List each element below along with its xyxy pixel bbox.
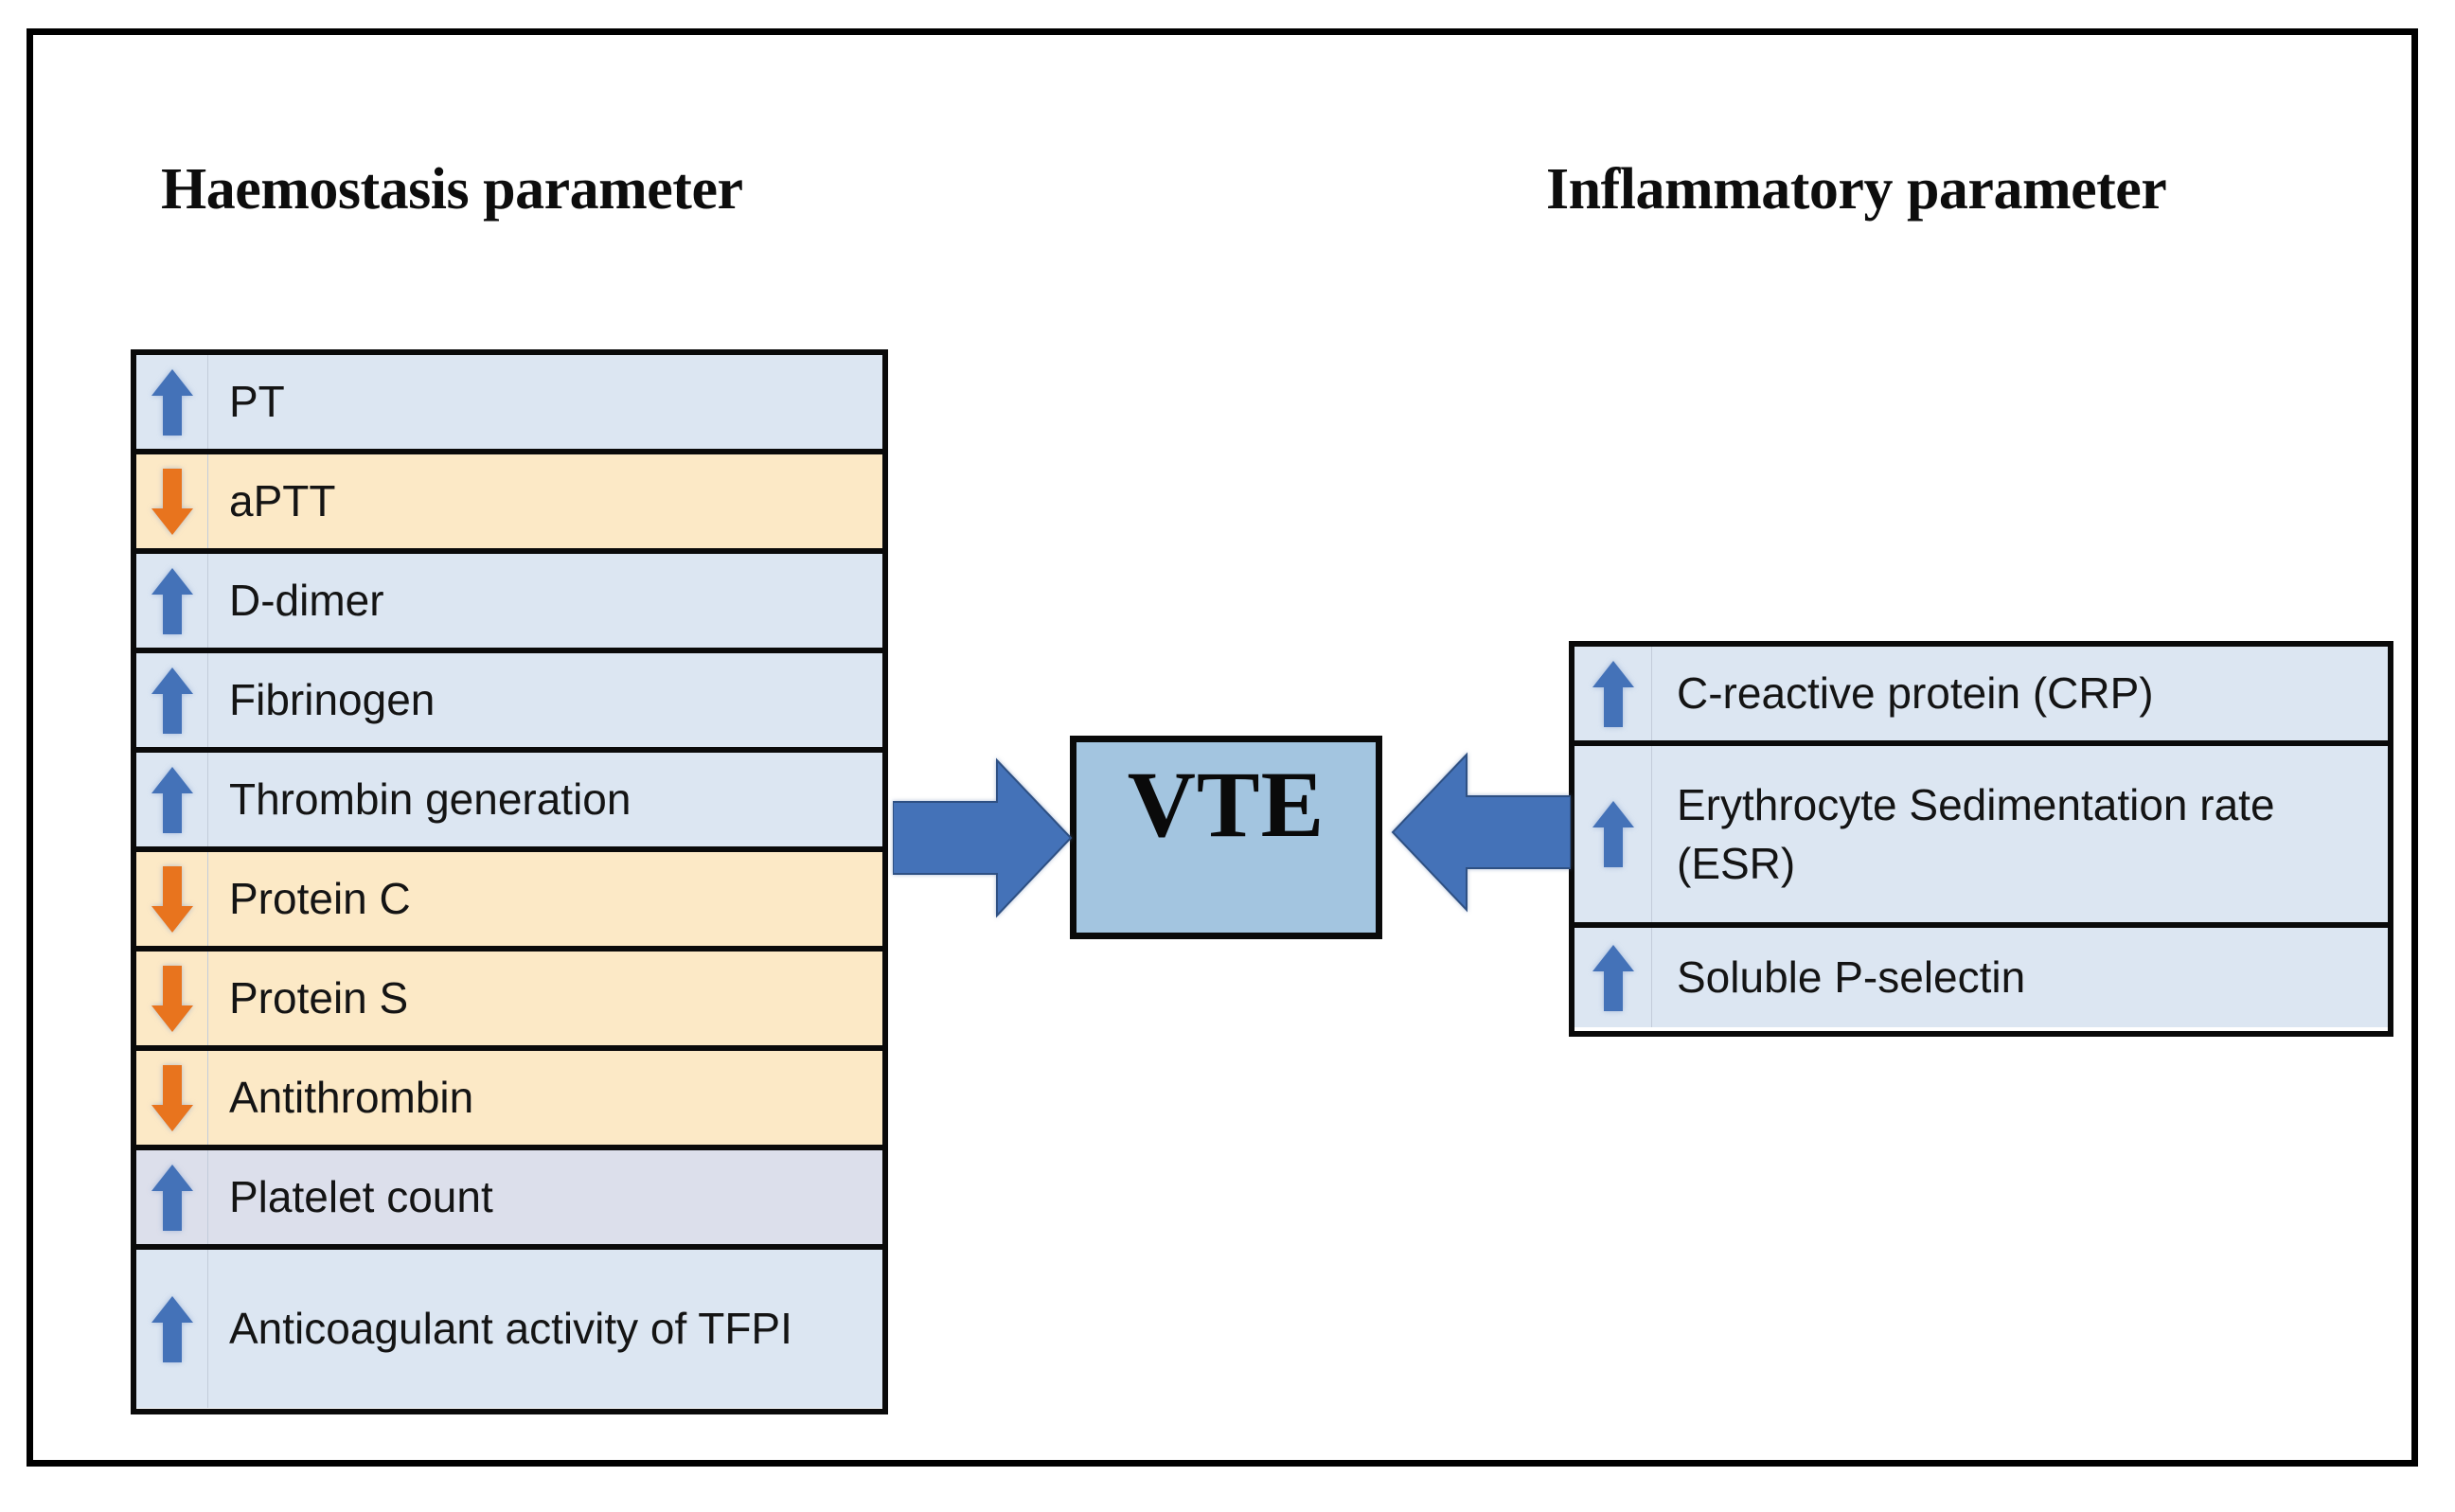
arrow-inflammatory-to-vte-icon <box>1387 747 1571 917</box>
increase-indicator <box>151 367 194 437</box>
arrow-up-icon <box>136 753 208 846</box>
increase-indicator <box>151 765 194 835</box>
inflammatory-parameter-table: C-reactive protein (CRP) Erythrocyte Sedi… <box>1569 641 2393 1037</box>
inflammatory-column-heading: Inflammatory parameter <box>1546 157 2167 222</box>
figure-outer-border: Haemostasis parameter Inflammatory param… <box>27 28 2418 1467</box>
decrease-indicator <box>151 467 194 537</box>
parameter-label: Antithrombin <box>229 1073 474 1123</box>
parameter-label: Anticoagulant activity of TFPI <box>229 1304 792 1354</box>
parameter-label: Platelet count <box>229 1172 493 1222</box>
parameter-label: Fibrinogen <box>229 675 436 725</box>
increase-indicator <box>1592 659 1635 729</box>
table-row: Anticoagulant activity of TFPI <box>136 1250 882 1408</box>
increase-indicator <box>1592 799 1635 869</box>
table-row: Fibrinogen <box>136 653 882 753</box>
parameter-label: C-reactive protein (CRP) <box>1677 668 2154 719</box>
arrow-up-icon <box>1574 928 1652 1027</box>
table-row: Soluble P-selectin <box>1574 928 2388 1027</box>
table-row: Erythrocyte Sedimentation rate (ESR) <box>1574 746 2388 928</box>
haemostasis-column-heading: Haemostasis parameter <box>161 157 743 222</box>
parameter-label: Thrombin generation <box>229 774 632 825</box>
increase-indicator <box>151 1294 194 1364</box>
increase-indicator <box>151 566 194 636</box>
table-row: Platelet count <box>136 1150 882 1250</box>
arrow-up-icon <box>136 653 208 747</box>
table-row: Thrombin generation <box>136 753 882 852</box>
parameter-label: aPTT <box>229 476 336 526</box>
parameter-label: Soluble P-selectin <box>1677 952 2026 1003</box>
decrease-indicator <box>151 964 194 1034</box>
table-row: Antithrombin <box>136 1051 882 1150</box>
arrow-up-icon <box>136 355 208 449</box>
arrow-up-icon <box>136 1150 208 1244</box>
vte-node: VTE <box>1070 736 1382 939</box>
table-row: Protein S <box>136 952 882 1051</box>
parameter-label: Protein C <box>229 874 411 924</box>
parameter-label: Erythrocyte Sedimentation rate (ESR) <box>1677 779 2275 888</box>
arrow-up-icon <box>136 554 208 648</box>
table-row: PT <box>136 355 882 454</box>
arrow-down-icon <box>136 852 208 946</box>
increase-indicator <box>151 1163 194 1233</box>
arrow-up-icon <box>1574 746 1652 922</box>
table-row: aPTT <box>136 454 882 554</box>
arrow-down-icon <box>136 952 208 1045</box>
parameter-label: Protein S <box>229 973 409 1023</box>
arrow-up-icon <box>1574 647 1652 740</box>
table-row: Protein C <box>136 852 882 952</box>
arrow-down-icon <box>136 1051 208 1145</box>
vte-node-label: VTE <box>1127 752 1325 857</box>
parameter-label: D-dimer <box>229 576 384 626</box>
decrease-indicator <box>151 864 194 934</box>
arrow-up-icon <box>136 1250 208 1408</box>
decrease-indicator <box>151 1063 194 1133</box>
increase-indicator <box>151 666 194 736</box>
increase-indicator <box>1592 943 1635 1013</box>
table-row: D-dimer <box>136 554 882 653</box>
arrow-haemostasis-to-vte-icon <box>893 753 1073 923</box>
arrow-down-icon <box>136 454 208 548</box>
parameter-label: PT <box>229 377 285 427</box>
table-row: C-reactive protein (CRP) <box>1574 647 2388 746</box>
